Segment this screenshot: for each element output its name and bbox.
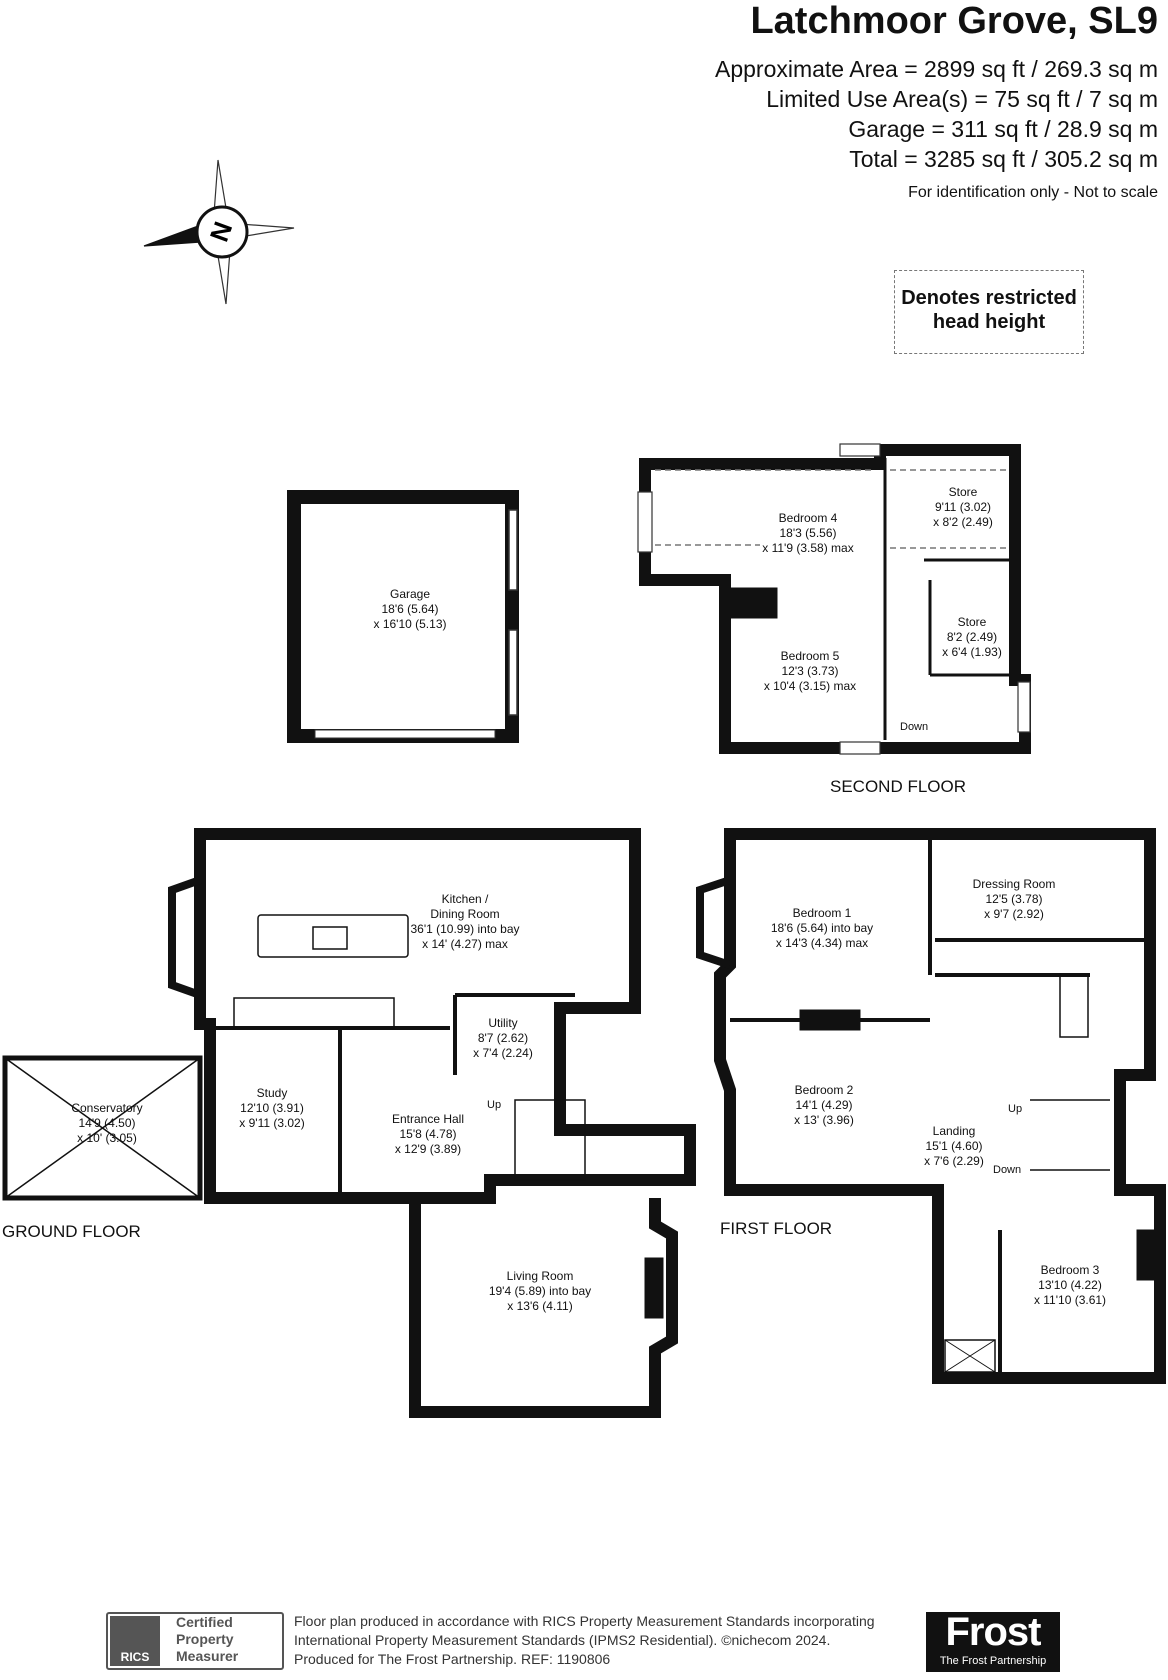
stair-labels: Down Up Up Down: [487, 721, 1022, 1176]
plan-title: Latchmoor Grove, SL9: [750, 0, 1158, 42]
rics-logo-text: RICS: [120, 1650, 150, 1664]
rics-cert-line-2: Property: [176, 1631, 234, 1647]
disclaimer: For identification only - Not to scale: [908, 184, 1158, 201]
footer-line-2: International Property Measurement Stand…: [294, 1632, 831, 1648]
footer-note: Floor plan produced in accordance with R…: [294, 1612, 875, 1669]
ground-floor-walls: [2, 828, 696, 1418]
second-floor-label: SECOND FLOOR: [830, 777, 966, 796]
ground-floor-stair-up: Up: [487, 1099, 501, 1111]
first-floor-stair-up: Up: [1008, 1103, 1022, 1115]
legend-line-1: Denotes restricted: [901, 287, 1077, 309]
frost-logo: [926, 1612, 1060, 1672]
total-area: Total = 3285 sq ft / 305.2 sq m: [849, 146, 1158, 172]
approximate-area: Approximate Area = 2899 sq ft / 269.3 sq…: [714, 56, 1158, 82]
certified-property-measurer: Certified Property Measurer: [176, 1614, 238, 1665]
rics-badge: [106, 1612, 284, 1670]
compass-rose-icon: N: [143, 159, 295, 305]
floor-plan: N: [2, 159, 1166, 1418]
legend-line-2: head height: [932, 311, 1046, 333]
first-floor-label: FIRST FLOOR: [720, 1219, 832, 1238]
frost-logo-subtitle: The Frost Partnership: [939, 1655, 1047, 1667]
second-floor-walls: [637, 443, 1031, 755]
rics-cert-line-3: Measurer: [176, 1648, 239, 1664]
limited-use-area: Limited Use Area(s) = 75 sq ft / 7 sq m: [766, 86, 1158, 112]
first-floor-stair-down: Down: [993, 1164, 1021, 1176]
frost-logo-word: Frost: [945, 1610, 1042, 1654]
footer-line-3: Produced for The Frost Partnership. REF:…: [294, 1651, 611, 1667]
second-floor-stair-down: Down: [900, 721, 928, 733]
garage-area: Garage = 311 sq ft / 28.9 sq m: [848, 116, 1158, 142]
footer-line-1: Floor plan produced in accordance with R…: [294, 1613, 875, 1629]
restricted-height-legend-box: [894, 270, 1084, 354]
first-floor-walls: [696, 828, 1166, 1384]
rics-cert-line-1: Certified: [176, 1614, 233, 1630]
garage-walls: [287, 490, 519, 743]
ground-floor-label: GROUND FLOOR: [2, 1222, 141, 1241]
rics-logo-icon: [110, 1616, 160, 1666]
restricted-height-legend: Denotes restricted head height: [894, 286, 1084, 334]
